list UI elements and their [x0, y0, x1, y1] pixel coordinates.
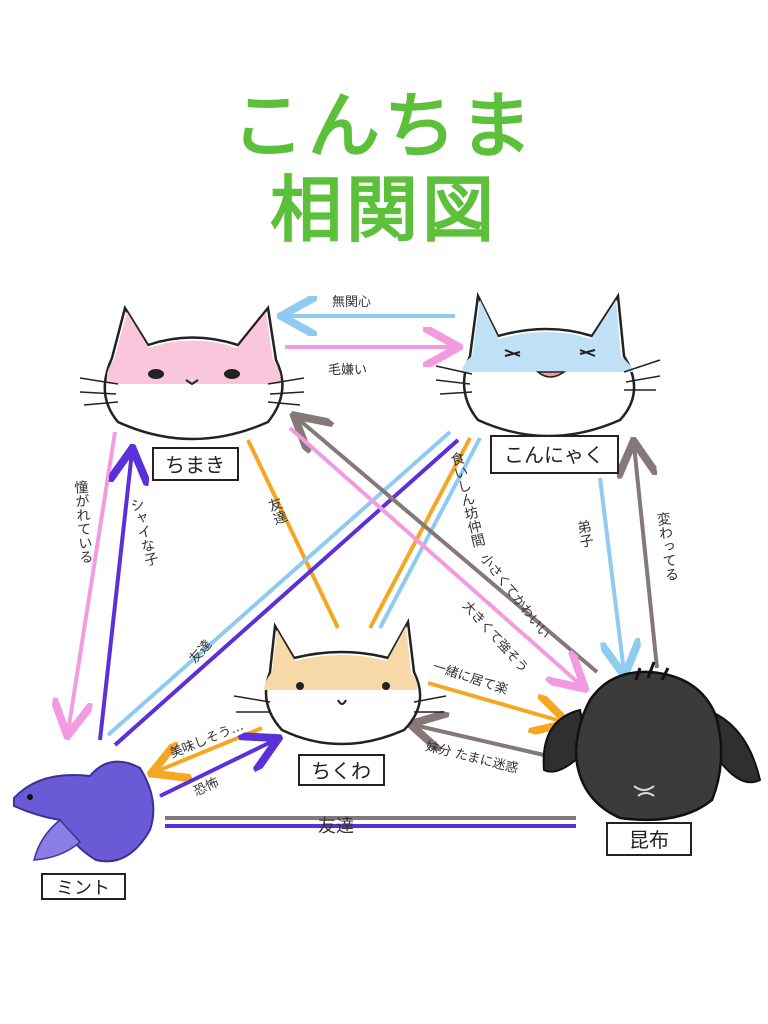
line-mint-konnyaku-purple	[113, 438, 460, 747]
chimaki-name-box	[152, 447, 239, 481]
title-line-1: こんちま	[231, 84, 536, 168]
arrow-konbu-to-chimaki	[297, 418, 599, 674]
konbu-character: 昆布	[542, 661, 762, 856]
chikuwa-name: ちくわ	[311, 759, 371, 783]
label-konbu-to-konnyaku: 変わってる	[654, 510, 680, 582]
line-konnyaku-chikuwa-orange	[368, 437, 472, 629]
chimaki-whiskers	[79, 377, 305, 406]
arrow-mint-to-chimaki	[98, 452, 132, 741]
arrow-chimaki-to-konbu	[288, 426, 582, 686]
konbu-name: 昆布	[629, 828, 669, 852]
konbu-tuft	[634, 661, 670, 681]
label-konnyaku-to-konbu: 弟子	[574, 519, 595, 550]
konnyaku-eyes	[504, 349, 596, 357]
arrow-chimaki-to-mint	[68, 431, 117, 732]
mint-eye	[27, 794, 33, 800]
konbu-face-icon	[574, 670, 723, 822]
chikuwa-orange-top	[264, 626, 418, 690]
konbu-nose	[633, 785, 655, 797]
arrow-konbu-to-chikuwa	[414, 725, 545, 757]
chikuwa-character: ちくわ	[233, 618, 447, 786]
konnyaku-whiskers	[435, 359, 661, 395]
title-line-2: 相関図	[269, 168, 498, 252]
label-chikuwa-to-konbu: 一緒に居て楽	[431, 659, 510, 698]
konbu-name-box	[606, 822, 692, 856]
line-mint-konnyaku-blue	[106, 430, 452, 737]
chimaki-name: ちまき	[165, 453, 225, 477]
mint-name: ミント	[56, 878, 110, 899]
mint-fin	[33, 818, 82, 861]
label-chimaki-chikuwa: 友達	[264, 495, 289, 527]
arrow-mint-to-chikuwa	[159, 740, 275, 798]
chimaki-right-eye	[224, 369, 240, 379]
konnyaku-character: こんにゃく	[435, 291, 661, 474]
konnyaku-name-box	[490, 435, 619, 474]
chikuwa-name-box	[298, 754, 385, 786]
mint-character: ミント	[13, 760, 155, 900]
chikuwa-whiskers	[233, 695, 447, 713]
arrow-chikuwa-to-konbu	[427, 681, 564, 722]
relation-lines	[68, 316, 659, 828]
konnyaku-name: こんにゃく	[504, 443, 604, 467]
label-mint-konbu: 友達	[318, 816, 354, 837]
chimaki-left-eye	[148, 369, 164, 379]
label-mint-to-chimaki: シャイな子	[127, 496, 160, 568]
chikuwa-mouth	[337, 699, 347, 705]
chikuwa-left-eye	[296, 682, 304, 690]
label-chimaki-to-mint: 憧がれている	[72, 479, 94, 564]
chimaki-mouth	[185, 379, 199, 386]
konnyaku-mouth	[535, 371, 567, 378]
arrow-konbu-to-konnyaku	[634, 445, 659, 669]
chimaki-pink-top	[106, 312, 281, 384]
chimaki-character: ちまき	[79, 304, 305, 481]
line-chimaki-chikuwa	[246, 439, 340, 629]
mint-name-box	[41, 873, 126, 900]
label-konnyaku-to-chimaki: 無関心	[332, 295, 371, 310]
label-chimaki-to-konnyaku: 毛嫌い	[328, 363, 367, 378]
chikuwa-right-eye	[382, 682, 390, 690]
arrow-konnyaku-to-konbu	[598, 477, 624, 672]
mint-fish-icon	[13, 760, 155, 863]
